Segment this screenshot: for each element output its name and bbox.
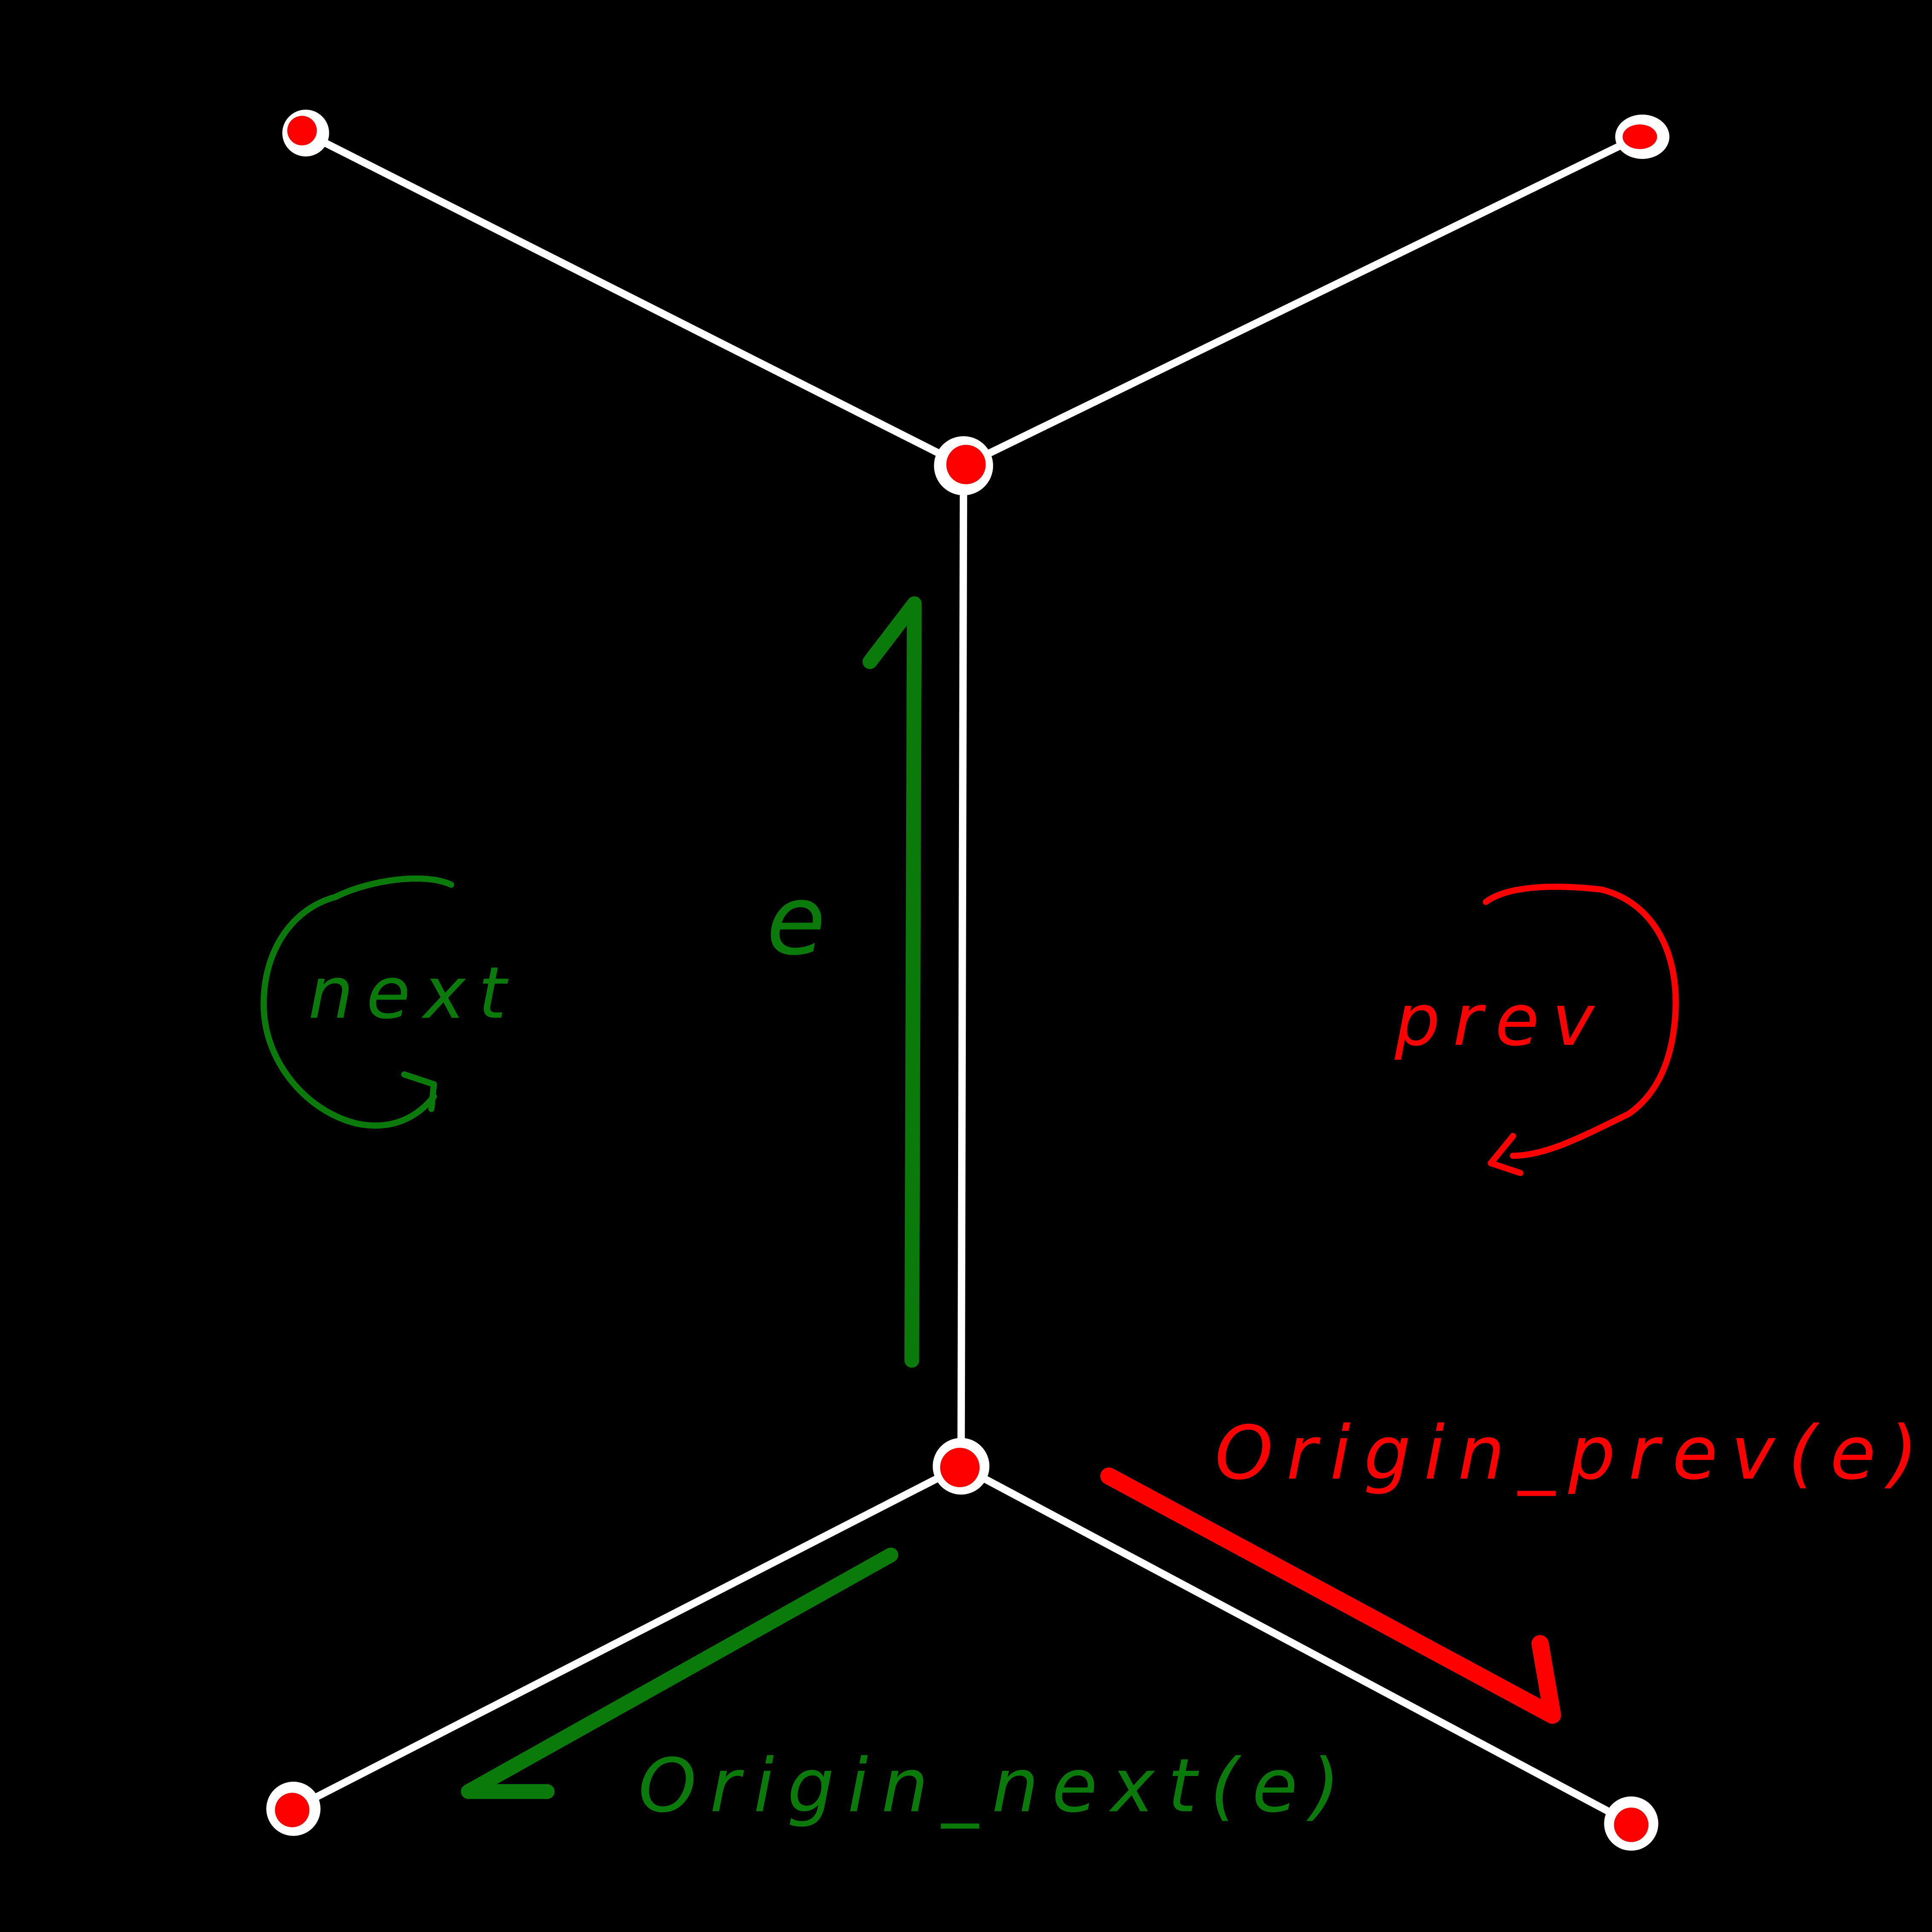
- origin-prev-label: Origin_prev(e): [1215, 1410, 1931, 1496]
- edge-e-label: e: [766, 865, 843, 977]
- edge-top-left: [302, 129, 967, 470]
- origin-next-arrow: [461, 1547, 898, 1799]
- next-label: next: [308, 951, 519, 1035]
- vertex-top-right: [1615, 114, 1670, 159]
- prev-cycle-arrow: [1483, 883, 1679, 1177]
- vertex-top-left: [282, 110, 329, 157]
- edge-e: [957, 462, 967, 1470]
- edge-bottom-left: [290, 1462, 965, 1813]
- vertex-upper-middle: [934, 436, 993, 496]
- edge-bottom-right: [957, 1462, 1635, 1828]
- vertex-bottom-right: [1604, 1796, 1658, 1851]
- origin-prev-arrow: [1100, 1467, 1561, 1724]
- edge-e-arrow: [862, 596, 922, 1368]
- origin-next-label: Origin_next(e): [638, 1743, 1353, 1829]
- vertex-lower-middle: [933, 1438, 990, 1495]
- graph-vertices: [266, 110, 1670, 1851]
- vertex-bottom-left: [266, 1782, 321, 1836]
- prev-label: prev: [1394, 978, 1607, 1062]
- next-cycle-arrow: [260, 875, 455, 1129]
- edge-top-right: [960, 132, 1645, 470]
- graph-edges: [290, 129, 1645, 1828]
